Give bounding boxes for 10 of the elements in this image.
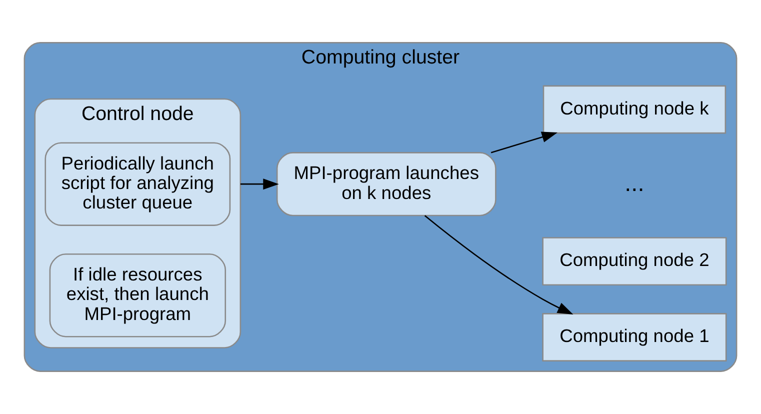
node-box: Periodically launch script for analyzing cluster queue <box>44 142 231 226</box>
arrow <box>490 132 558 154</box>
node-box: Computing node k <box>542 85 726 134</box>
node-box: Computing node 1 <box>542 313 727 362</box>
arrow <box>424 215 574 315</box>
label: ... <box>624 170 644 196</box>
node-box: Computing node 2 <box>542 237 727 286</box>
node-box: If idle resources exist, then launch MPI-program <box>49 253 226 338</box>
node-box: MPI-program launches on k nodes <box>276 152 496 216</box>
arrow <box>240 178 279 190</box>
